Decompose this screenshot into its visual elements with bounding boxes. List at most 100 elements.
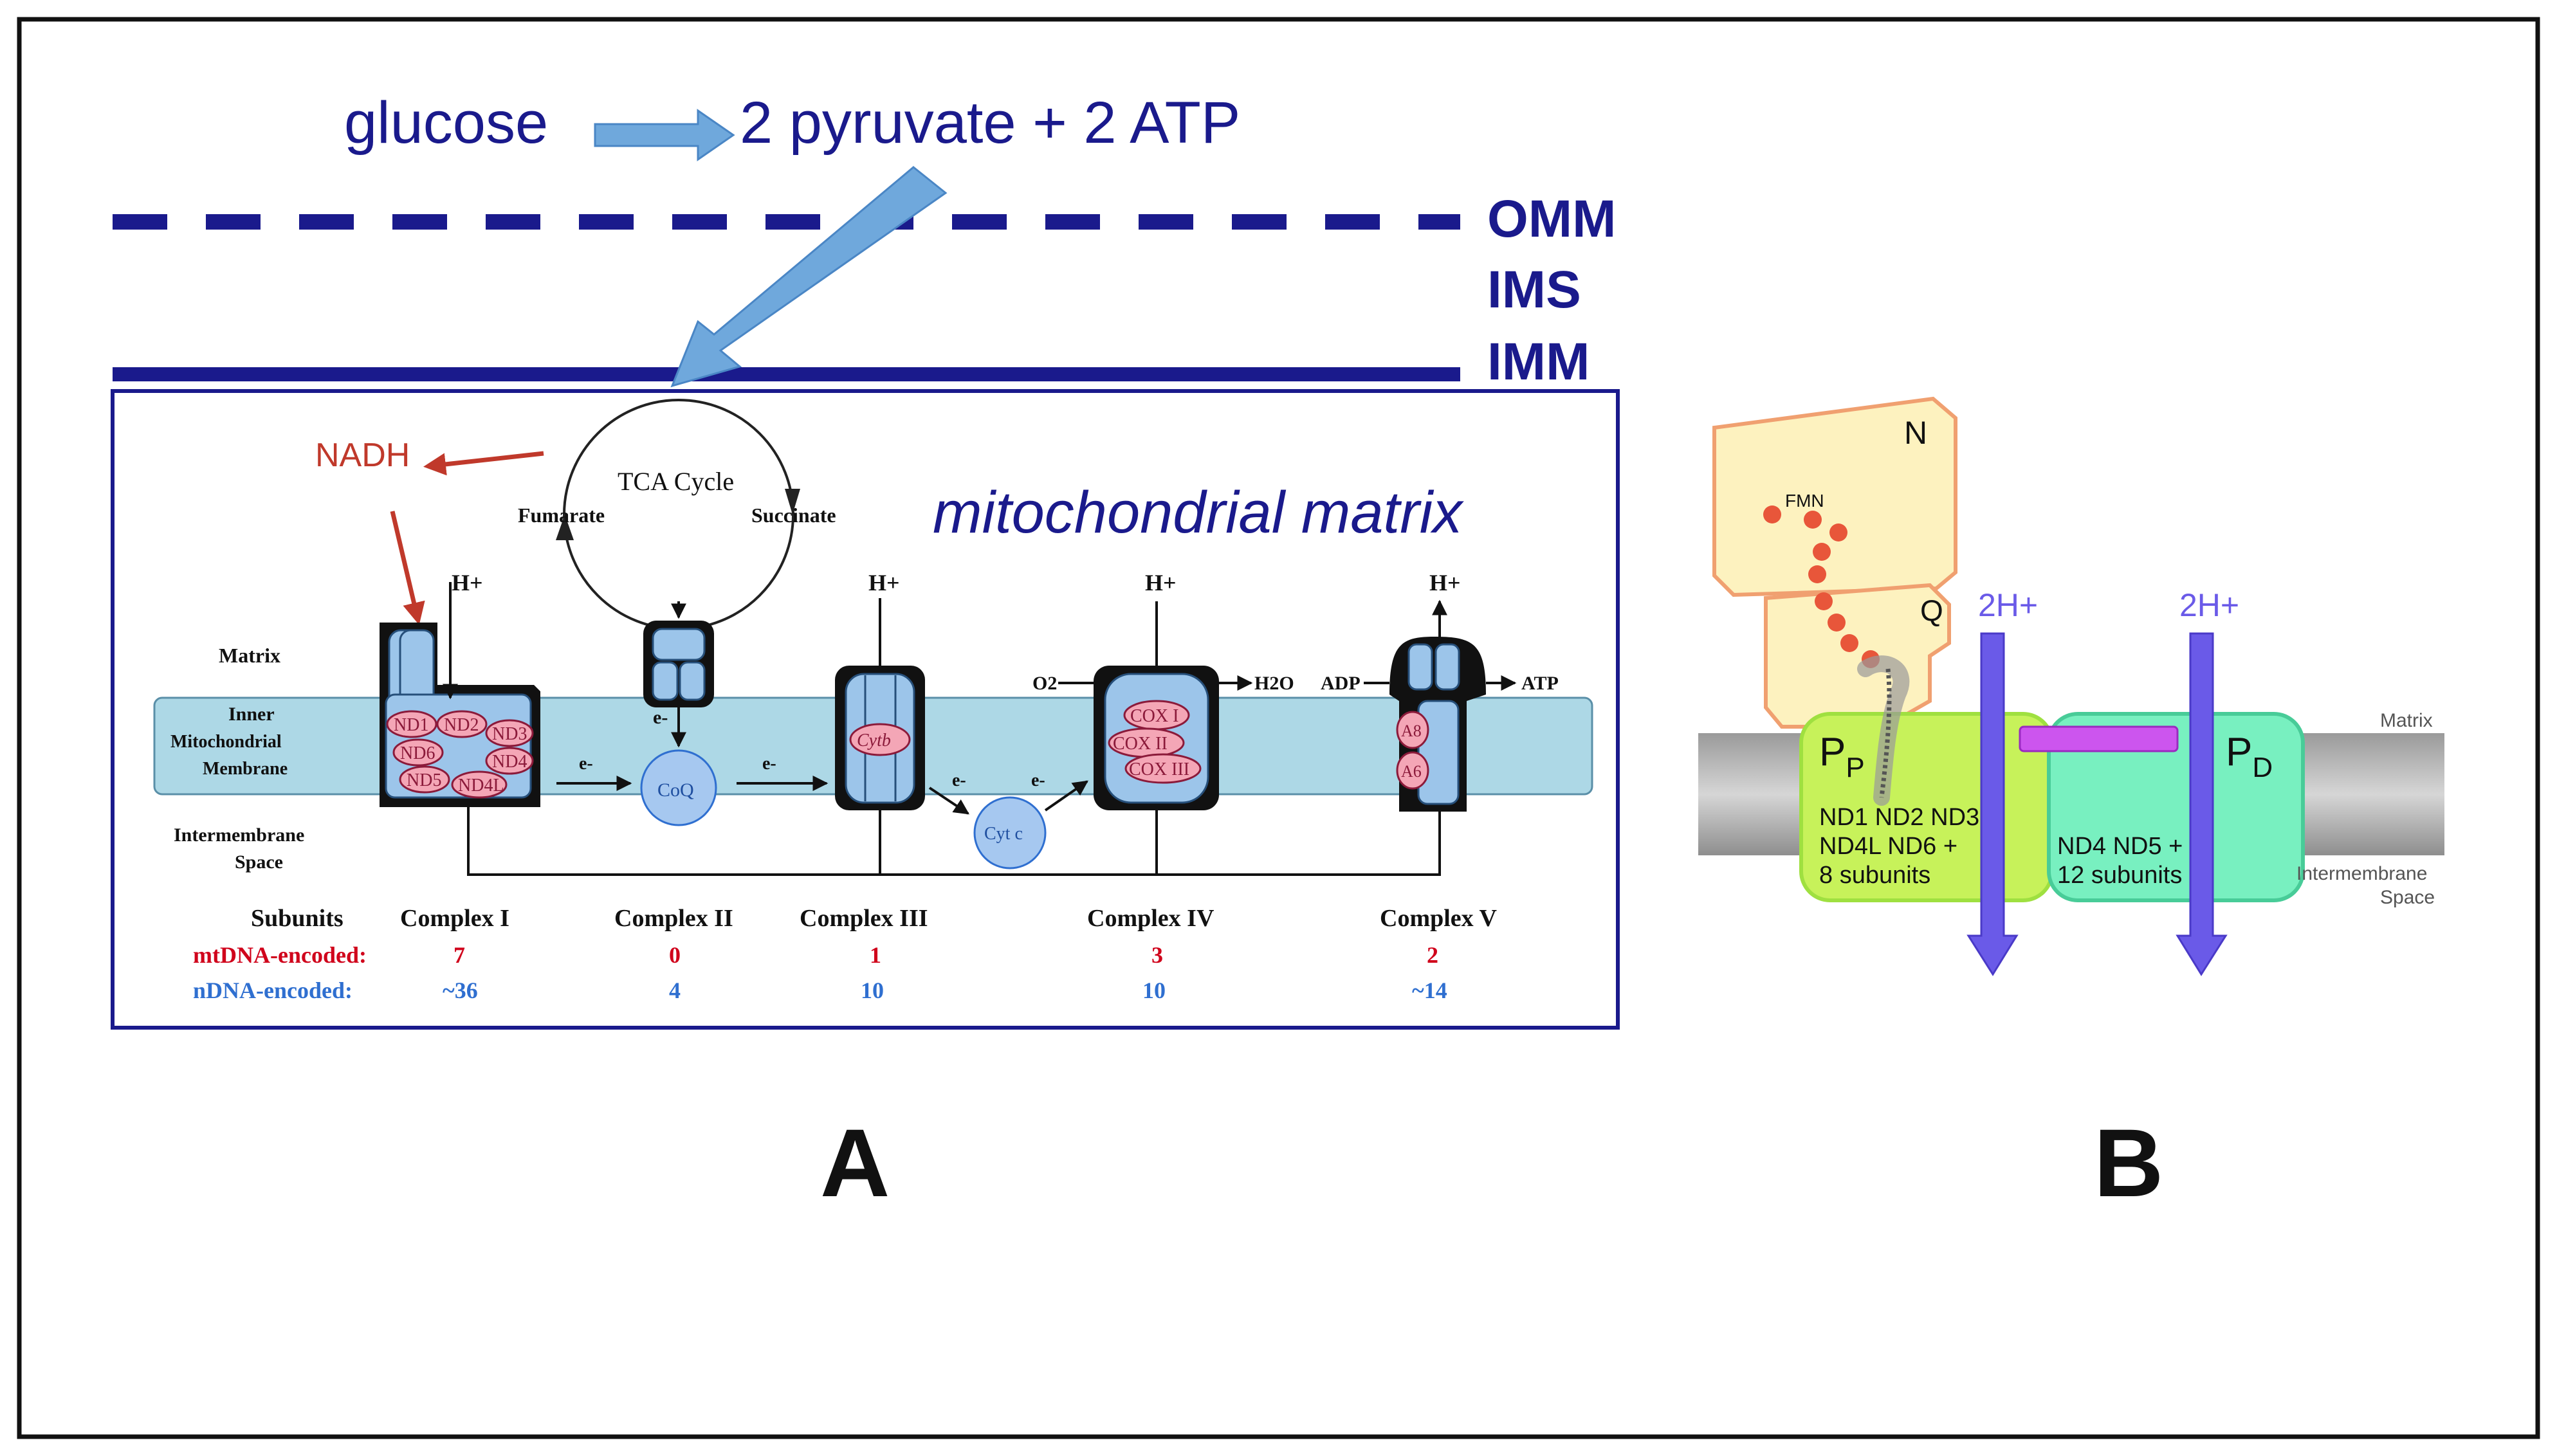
complex4-hplus: H+	[1145, 570, 1177, 596]
e-label-3: e-	[952, 770, 966, 790]
nd4-label: ND4	[492, 752, 527, 772]
complex2-eminus: e-	[653, 707, 668, 728]
glucose-label: glucose	[344, 90, 548, 156]
cytc-circle	[973, 796, 1047, 869]
pd-label: PD	[2226, 730, 2273, 783]
complex-3	[835, 598, 925, 875]
mt-value-2: 0	[669, 942, 681, 968]
quinone-tunnel	[1857, 655, 1910, 806]
cox3-label: COX III	[1129, 760, 1189, 779]
nadh-from-tca-arrow	[423, 451, 544, 476]
nd1-oval	[386, 710, 437, 738]
complex3-hplus: H+	[868, 570, 900, 596]
n-label: N	[1904, 415, 1927, 451]
n-value-4: 10	[1142, 978, 1166, 1003]
proton-arrow-2	[2176, 632, 2228, 976]
transverse-helix	[2019, 725, 2179, 752]
cox1-label: COX I	[1130, 706, 1178, 726]
atp-label: ATP	[1521, 673, 1559, 694]
n-value-3: 10	[861, 978, 884, 1003]
tca-title: TCA Cycle	[618, 467, 734, 496]
panel-b-ims-label-2: Space	[2380, 887, 2435, 908]
fmn-label: FMN	[1785, 491, 1824, 511]
complex5-hplus: H+	[1429, 570, 1461, 596]
proton-label-2: 2H+	[2179, 587, 2239, 623]
pp-text-1: ND1 ND2 ND3	[1819, 804, 1979, 831]
nd5-oval	[399, 765, 450, 794]
mt-row-label: mtDNA-encoded:	[193, 942, 367, 968]
pp-sub: P	[1846, 752, 1864, 783]
q-label: Q	[1920, 594, 1943, 627]
panel-b-matrix-label: Matrix	[2380, 710, 2433, 731]
matrix-region-label: Matrix	[219, 644, 280, 667]
complex3-to-cytc-arrow	[928, 787, 969, 815]
mt-value-5: 2	[1427, 942, 1438, 968]
nd3-label: ND3	[492, 724, 527, 744]
nd4l-oval	[451, 770, 508, 799]
complex4-name: Complex IV	[1087, 905, 1214, 932]
complex1-hplus: H+	[452, 570, 483, 596]
imm-label: IMM	[1487, 332, 1590, 391]
complex5-name: Complex V	[1380, 905, 1497, 932]
nd4-oval	[485, 747, 534, 775]
inner-region-label-1: Inner	[228, 704, 275, 725]
coq-circle	[640, 749, 717, 826]
cytc-label: Cyt c	[984, 824, 1023, 844]
complex-5	[1364, 599, 1517, 836]
proton-arrow-1	[1966, 632, 2019, 976]
n-value-5: ~14	[1412, 978, 1447, 1003]
nd4l-label: ND4L	[458, 776, 504, 796]
n-value-2: 4	[669, 978, 681, 1003]
mt-value-4: 3	[1151, 942, 1163, 968]
n-value-1: ~36	[443, 978, 478, 1003]
complex1-name: Complex I	[400, 905, 509, 932]
nd6-oval	[392, 738, 444, 767]
e-label-1: e-	[579, 754, 593, 774]
ims-region-label-1: Intermembrane	[174, 824, 304, 846]
panel-label-a: A	[820, 1109, 890, 1217]
nd5-label: ND5	[407, 770, 441, 790]
succinate-label: Succinate	[751, 504, 836, 527]
proton-label-1: 2H+	[1978, 587, 2038, 623]
panel-b-ims-label-1: Intermembrane	[2296, 863, 2427, 884]
adp-label: ADP	[1321, 673, 1361, 694]
nd6-label: ND6	[400, 743, 435, 763]
table-header: Subunits	[251, 905, 344, 932]
pyruvate-to-matrix-arrow	[670, 166, 948, 388]
tca-arrowhead-left	[556, 514, 574, 540]
ims-region-label-2: Space	[235, 851, 283, 873]
omm-label: OMM	[1487, 190, 1616, 248]
nd1-label: ND1	[394, 715, 428, 735]
cytc-to-complex4-arrow	[1044, 780, 1088, 812]
mt-value-1: 7	[454, 942, 465, 968]
pyruvate-label: 2 pyruvate + 2 ATP	[740, 90, 1240, 156]
nd3-oval	[485, 719, 534, 747]
pp-label: PP	[1819, 730, 1865, 783]
nadh-to-complex1-arrow	[390, 511, 425, 625]
inner-region-label-3: Membrane	[203, 759, 288, 779]
e-label-4: e-	[1031, 770, 1045, 790]
nd2-label: ND2	[444, 715, 479, 735]
nd2-oval	[436, 710, 488, 738]
a6-label: A6	[1401, 762, 1422, 781]
h2o-label: H2O	[1254, 673, 1294, 694]
pp-text-3: 8 subunits	[1819, 862, 1930, 889]
panel-label-b: B	[2094, 1109, 2163, 1217]
complex-4	[1058, 601, 1253, 875]
complex1-nd-subunits: ND1 ND2 ND3 ND6 ND4 ND5 ND4L	[386, 710, 534, 799]
pd-text-2: 12 subunits	[2057, 862, 2182, 889]
cytb-label: Cytb	[857, 731, 891, 751]
ims-label: IMS	[1487, 260, 1581, 319]
complex3-name: Complex III	[800, 905, 928, 932]
tca-arrowhead-right	[785, 489, 800, 514]
complex2-name: Complex II	[614, 905, 733, 932]
panel-b	[1698, 396, 2444, 976]
a6-oval	[1396, 751, 1429, 790]
cox3-oval	[1124, 753, 1202, 784]
pd-text-1: ND4 ND5 +	[2057, 833, 2183, 860]
complex-2	[643, 601, 714, 748]
fumarate-label: Fumarate	[518, 504, 605, 527]
a8-oval	[1396, 711, 1429, 749]
glucose-arrow	[594, 109, 735, 161]
mt-value-3: 1	[870, 942, 881, 968]
